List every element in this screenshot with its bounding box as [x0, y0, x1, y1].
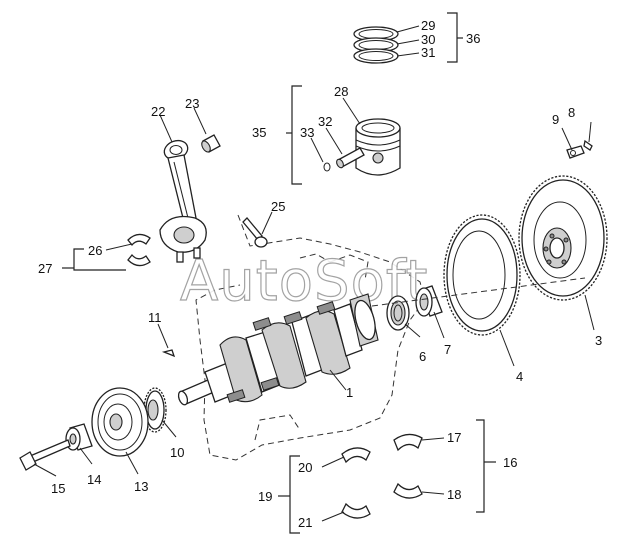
leader-lines [33, 25, 595, 522]
shaft-axis-line [371, 277, 586, 307]
label-36: 36 [466, 31, 480, 46]
label-19: 19 [258, 489, 272, 504]
engine-block-outline [195, 214, 426, 461]
label-23: 23 [185, 96, 199, 111]
connecting-rod [159, 139, 207, 263]
pin-clip [323, 162, 331, 172]
ring-gear [443, 214, 521, 336]
label-17: 17 [447, 430, 461, 445]
part-labels: 1 3 4 6 7 8 9 10 11 13 14 15 16 17 18 19… [38, 18, 602, 530]
main-bearing-shells [341, 433, 423, 519]
crankshaft [177, 293, 379, 406]
label-26: 26 [88, 243, 102, 258]
label-33: 33 [300, 125, 314, 140]
label-35: 35 [252, 125, 266, 140]
label-8: 8 [568, 105, 575, 120]
label-16: 16 [503, 455, 517, 470]
label-4: 4 [516, 369, 523, 384]
label-29: 29 [421, 18, 435, 33]
crank-gear [143, 387, 167, 433]
label-6: 6 [419, 349, 426, 364]
label-28: 28 [334, 84, 348, 99]
piston [355, 118, 401, 176]
label-20: 20 [298, 460, 312, 475]
crank-pulley [91, 387, 149, 457]
label-18: 18 [447, 487, 461, 502]
rod-bearing-shells [127, 233, 151, 267]
label-31: 31 [421, 45, 435, 60]
rod-bolt [242, 217, 268, 248]
flywheel-bolt [583, 139, 593, 151]
label-25: 25 [271, 199, 285, 214]
label-13: 13 [134, 479, 148, 494]
label-30: 30 [421, 32, 435, 47]
label-32: 32 [318, 114, 332, 129]
label-1: 1 [346, 385, 353, 400]
oil-seal [386, 295, 410, 331]
label-7: 7 [444, 342, 451, 357]
label-22: 22 [151, 104, 165, 119]
crank-bolt [19, 439, 71, 471]
woodruff-key [161, 349, 176, 358]
locking-plate [566, 145, 585, 159]
piston-rings [353, 26, 399, 64]
label-3: 3 [595, 333, 602, 348]
label-14: 14 [87, 472, 101, 487]
label-9: 9 [552, 112, 559, 127]
label-21: 21 [298, 515, 312, 530]
label-11: 11 [148, 310, 162, 325]
piston-pin [336, 147, 365, 169]
label-15: 15 [51, 481, 65, 496]
label-10: 10 [170, 445, 184, 460]
group-brackets [62, 12, 496, 534]
flywheel [518, 175, 608, 301]
small-end-bushing [201, 134, 221, 153]
watermark-text: AutoSoft [180, 249, 429, 314]
label-27: 27 [38, 261, 52, 276]
rear-bearing [415, 285, 443, 317]
